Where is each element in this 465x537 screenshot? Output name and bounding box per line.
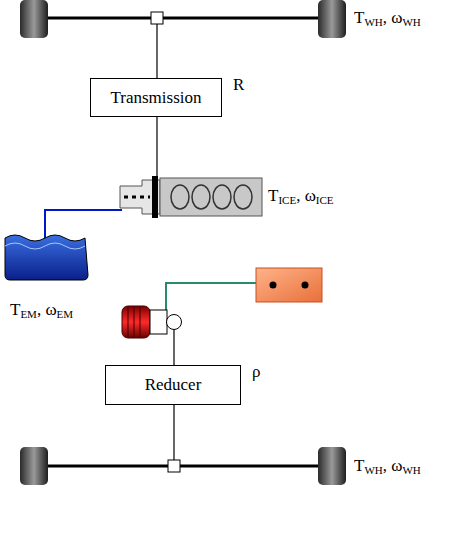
process-box: Reducerρ — [105, 365, 241, 405]
ratio-symbol: R — [233, 75, 244, 95]
wheel — [20, 447, 48, 485]
wheel — [318, 447, 346, 485]
shaft — [156, 24, 157, 78]
battery-terminal — [302, 282, 309, 289]
front-axle — [46, 17, 320, 20]
battery — [256, 268, 322, 302]
engine-block — [160, 178, 262, 216]
differential — [168, 460, 180, 472]
fuel-surface — [5, 243, 85, 249]
fuel-tank — [5, 235, 88, 280]
torque-speed-label: TWH, ωWH — [354, 8, 421, 28]
wheel — [20, 0, 48, 38]
shaft — [156, 117, 157, 178]
cylinders — [171, 185, 252, 209]
motor-fins — [128, 307, 140, 337]
box-title: Transmission — [110, 88, 201, 108]
shaft — [173, 405, 174, 460]
torque-speed-label: TICE, ωICE — [268, 186, 334, 206]
motor-end-cap — [150, 310, 167, 334]
box-title: Reducer — [145, 375, 202, 395]
rear-axle — [46, 465, 320, 468]
clutch-plate — [152, 176, 158, 218]
power-wire — [166, 283, 256, 310]
process-box: TransmissionR — [90, 78, 222, 117]
electric-motor — [122, 306, 150, 338]
motor-pulley — [167, 315, 182, 330]
torque-speed-label: TEM, ωEM — [10, 300, 73, 320]
ratio-symbol: ρ — [252, 362, 260, 382]
injector — [124, 196, 150, 199]
torque-speed-label: TWH, ωWH — [354, 456, 421, 476]
battery-terminal — [270, 282, 277, 289]
wheel — [318, 0, 346, 38]
shaft — [173, 330, 174, 366]
differential — [151, 12, 163, 24]
